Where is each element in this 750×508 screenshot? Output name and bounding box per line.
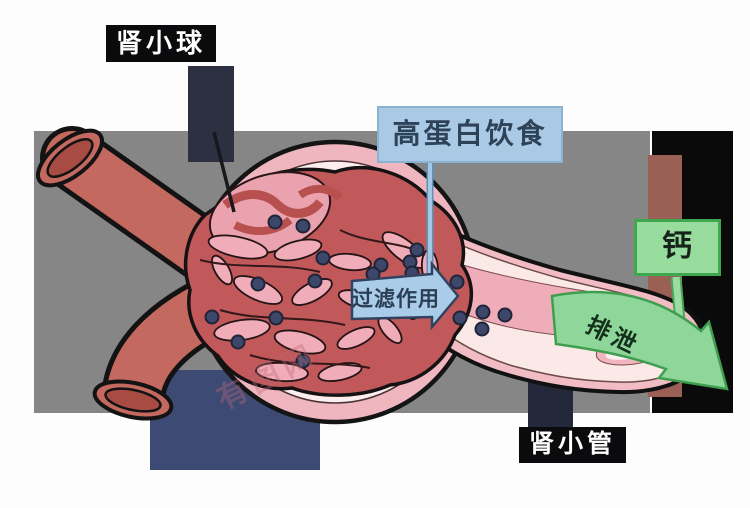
tuft-squiggle — [297, 184, 343, 202]
protein-particles — [204, 214, 513, 369]
glomerulus-label: 肾小球 — [106, 25, 217, 62]
filtration-arrow — [350, 260, 460, 331]
tuft-squiggle — [233, 216, 293, 235]
filtration-arrow-label: 过滤作用 — [352, 288, 440, 311]
top-navy-block — [188, 66, 234, 162]
high-protein-diet-box: 高蛋白饮食 — [377, 106, 563, 163]
tuft-squiggle — [222, 190, 324, 218]
calcium-box: 钙 — [634, 219, 721, 276]
excretion-arrow — [550, 290, 729, 391]
renal-tubule-label: 肾小管 — [519, 427, 627, 463]
glomerulus-pointer-line — [212, 131, 236, 213]
